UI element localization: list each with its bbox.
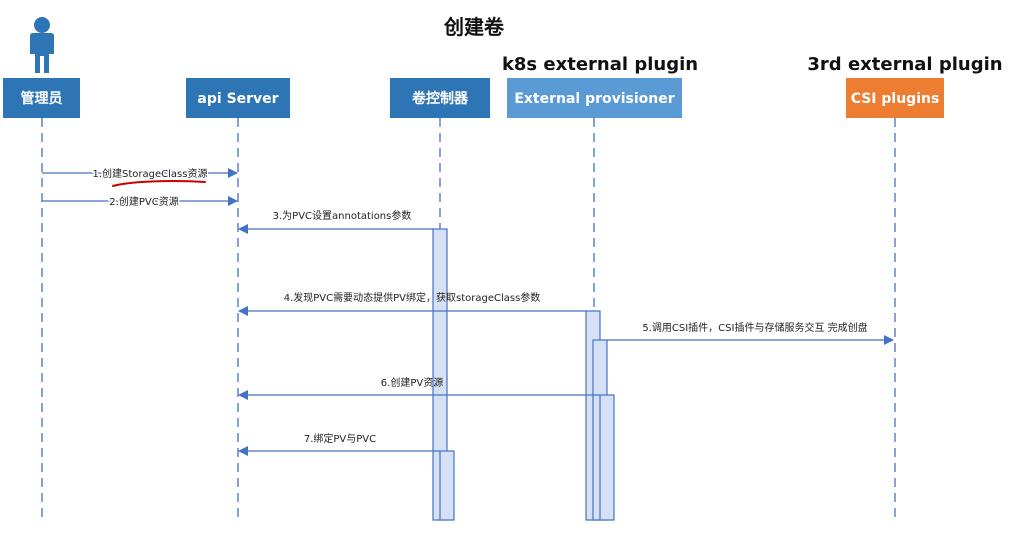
message-2-label: 2.创建PVC资源 <box>109 195 178 208</box>
activation-volume-controller-2 <box>439 450 455 521</box>
participant-box-admin <box>3 78 80 118</box>
person-icon <box>30 17 54 73</box>
participant-box-api-server <box>186 78 290 118</box>
participant-api-server: api Server <box>186 78 290 118</box>
message-6-label: 6.创建PV资源 <box>381 376 443 389</box>
activation-bars <box>432 228 615 521</box>
message-4: 4.发现PVC需要动态提供PV绑定，获取storageClass参数 <box>238 291 586 316</box>
participant-label-volume-controller: 卷控制器 <box>411 90 469 107</box>
participant-csi-plugins: CSI plugins <box>846 78 944 118</box>
heading-3rd-external-plugin: 3rd external plugin <box>807 54 1002 75</box>
message-2: 2.创建PVC资源 <box>42 194 238 210</box>
participant-label-api-server: api Server <box>197 91 278 107</box>
participant-label-admin: 管理员 <box>21 90 63 107</box>
message-3: 3.为PVC设置annotations参数 <box>238 209 433 234</box>
message-6: 6.创建PV资源 <box>238 376 600 400</box>
message-5-label: 5.调用CSI插件，CSI插件与存储服务交互 完成创盘 <box>642 321 867 334</box>
heading-k8s-external-plugin: k8s external plugin <box>502 54 698 75</box>
participant-box-volume-controller <box>390 78 490 118</box>
participant-external-provisioner: External provisioner <box>507 78 682 118</box>
diagram-title: 创建卷 <box>443 15 505 39</box>
participant-volume-controller: 卷控制器 <box>390 78 490 118</box>
participant-admin: 管理员 <box>3 78 80 118</box>
message-7-label: 7.绑定PV与PVC <box>304 432 376 445</box>
message-7: 7.绑定PV与PVC <box>238 432 440 456</box>
participant-label-csi-plugins: CSI plugins <box>851 91 940 107</box>
message-3-label: 3.为PVC设置annotations参数 <box>273 209 412 222</box>
activation-external-provisioner-3 <box>599 394 615 521</box>
message-1-label: 1.创建StorageClass资源 <box>93 167 208 180</box>
message-4-label: 4.发现PVC需要动态提供PV绑定，获取storageClass参数 <box>284 291 541 304</box>
message-5: 5.调用CSI插件，CSI插件与存储服务交互 完成创盘 <box>607 321 894 345</box>
participant-label-external-provisioner: External provisioner <box>514 91 674 107</box>
red-underline-mark <box>112 180 206 187</box>
participant-box-external-provisioner <box>507 78 682 118</box>
message-1: 1.创建StorageClass资源 <box>42 166 238 187</box>
participant-box-csi-plugins <box>846 78 944 118</box>
